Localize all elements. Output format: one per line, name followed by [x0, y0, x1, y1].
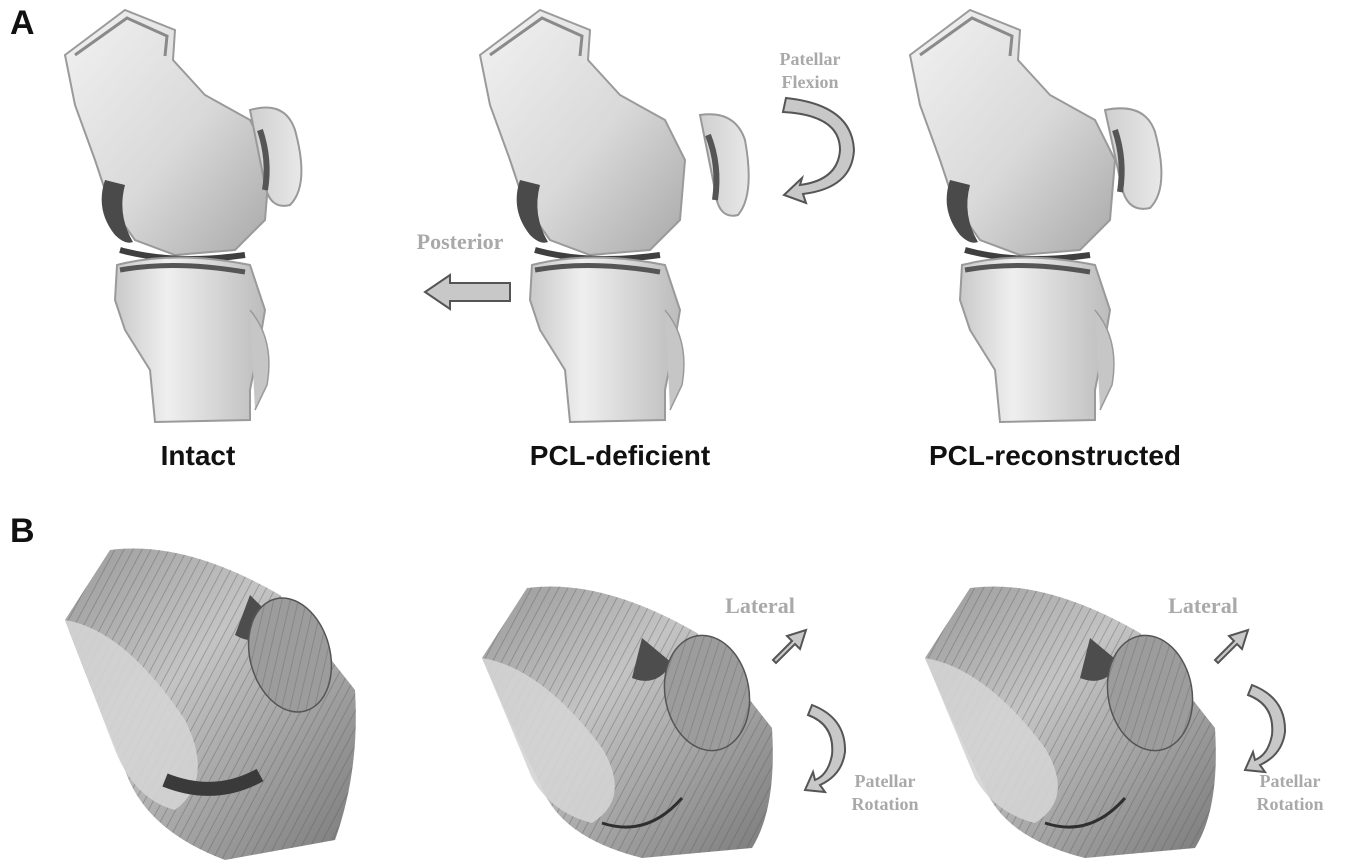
patellofemoral-view-pcl-reconstructed	[925, 586, 1216, 858]
annotation-posterior: Posterior	[395, 228, 525, 256]
annotation-patellar-rotation-deficient: Patellar Rotation	[820, 770, 950, 815]
knee-model-pcl-reconstructed	[910, 10, 1161, 422]
panel-label-b: B	[10, 512, 35, 551]
caption-intact: Intact	[18, 440, 378, 472]
annotation-lateral-reconstructed: Lateral	[1143, 592, 1263, 620]
panel-label-a: A	[10, 4, 35, 43]
posterior-arrow-icon	[425, 275, 510, 309]
patellofemoral-view-pcl-deficient	[482, 586, 773, 858]
lateral-arrow-icon	[1215, 630, 1248, 663]
patellar-rotation-arrow-icon	[1245, 685, 1285, 772]
lateral-arrow-icon	[773, 630, 806, 663]
patellar-flexion-arrow-icon	[783, 98, 854, 203]
annotation-patellar-rotation-reconstructed: Patellar Rotation	[1230, 770, 1350, 815]
annotation-patellar-flexion: Patellar Flexion	[745, 48, 875, 93]
patellofemoral-view-intact	[65, 548, 356, 860]
caption-pcl-deficient: PCL-deficient	[440, 440, 800, 472]
caption-pcl-reconstructed: PCL-reconstructed	[875, 440, 1235, 472]
knee-model-intact	[65, 10, 301, 422]
annotation-lateral-deficient: Lateral	[700, 592, 820, 620]
knee-model-pcl-deficient	[480, 10, 749, 422]
